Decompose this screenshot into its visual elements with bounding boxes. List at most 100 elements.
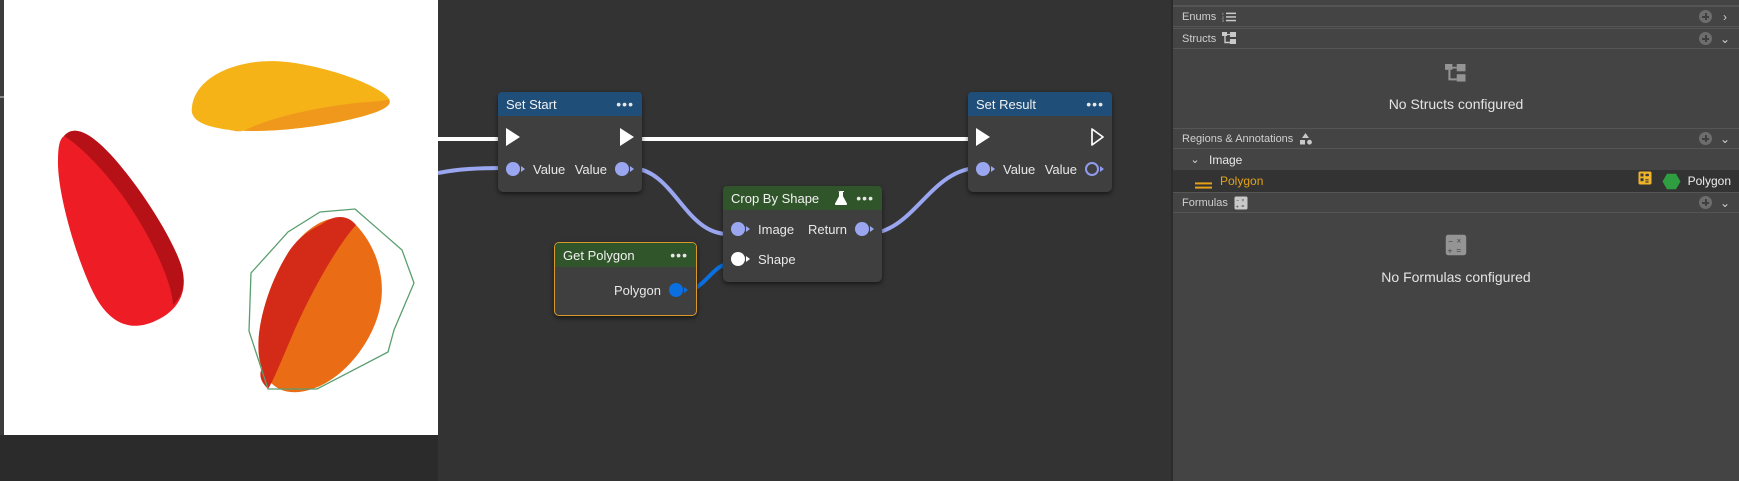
- node-crop-by-shape[interactable]: Crop By Shape ••• Image Return: [723, 186, 882, 282]
- svg-text:×: ×: [1457, 236, 1462, 245]
- svg-text:−: −: [1236, 198, 1239, 204]
- tree-label-polygon: Polygon: [1220, 174, 1264, 188]
- node-set-result-header[interactable]: Set Result •••: [968, 92, 1112, 116]
- node-set-start[interactable]: Set Start ••• Value Value: [498, 92, 642, 192]
- linked-region-icon[interactable]: [1638, 171, 1653, 191]
- port-out-value[interactable]: [615, 162, 629, 176]
- tree-row-polygon[interactable]: Polygon Polygon: [1173, 170, 1739, 192]
- port-in-image-label: Image: [758, 221, 795, 237]
- chevron-down-icon[interactable]: ⌄: [1719, 195, 1731, 210]
- node-crop-shape-row: Shape: [723, 244, 882, 274]
- section-header-enums[interactable]: Enums 1 2 3 ›: [1173, 6, 1739, 27]
- svg-text:+: +: [1235, 204, 1238, 210]
- tree-label-image: Image: [1209, 152, 1243, 167]
- svg-text:1: 1: [1222, 12, 1224, 16]
- polygon-annotation-outline: [248, 208, 415, 390]
- chevron-right-icon[interactable]: ›: [1723, 9, 1727, 24]
- node-set-result-body: Value Value: [968, 116, 1112, 192]
- exec-out-arrow-icon[interactable]: [620, 128, 634, 146]
- node-set-start-body: Value Value: [498, 116, 642, 192]
- exec-out-arrow-outline-icon[interactable]: [1091, 128, 1104, 146]
- node-set-result-menu[interactable]: •••: [1086, 96, 1104, 112]
- node-get-polygon-body: Polygon: [555, 267, 696, 315]
- viewer-toolbar-area: [0, 435, 438, 481]
- flask-icon: [835, 190, 849, 206]
- node-get-polygon[interactable]: Get Polygon ••• Polygon: [554, 242, 697, 316]
- exec-in-arrow-icon[interactable]: [506, 128, 520, 146]
- chevron-down-icon[interactable]: ⌄: [1719, 131, 1731, 146]
- node-graph-canvas[interactable]: Set Start ••• Value Value: [438, 0, 1171, 481]
- formulas-empty-state: − × + = No Formulas configured: [1173, 213, 1739, 305]
- red-seed-shape: [57, 130, 184, 326]
- section-header-regions[interactable]: Regions & Annotations ⌄: [1173, 128, 1739, 149]
- regions-tree: ⌄ Image Polygon: [1173, 149, 1739, 192]
- exec-in-arrow-icon[interactable]: [976, 128, 990, 146]
- port-in-value[interactable]: [506, 162, 520, 176]
- node-set-start-header[interactable]: Set Start •••: [498, 92, 642, 116]
- node-get-polygon-header[interactable]: Get Polygon •••: [555, 243, 696, 267]
- lines-icon: [1195, 177, 1212, 189]
- port-out-value-label: Value: [574, 161, 607, 177]
- node-set-result-exec-row: [968, 120, 1112, 154]
- panel-divider[interactable]: [1171, 0, 1173, 481]
- image-viewer[interactable]: [0, 0, 438, 435]
- structs-empty-state: No Structs configured: [1173, 49, 1739, 127]
- add-region-button[interactable]: [1699, 132, 1712, 145]
- numbered-list-icon: 1 2 3: [1222, 11, 1237, 22]
- data-wire-crop-to-result: [865, 166, 980, 236]
- svg-text:=: =: [1241, 204, 1244, 210]
- section-label-structs: Structs: [1182, 32, 1217, 45]
- node-set-start-value-row: Value Value: [498, 154, 642, 184]
- node-get-polygon-menu[interactable]: •••: [670, 247, 688, 263]
- node-crop-by-shape-menu[interactable]: •••: [856, 190, 874, 206]
- section-label-enums: Enums: [1182, 10, 1217, 23]
- svg-text:2: 2: [1222, 16, 1224, 20]
- add-formula-button[interactable]: [1699, 196, 1712, 209]
- port-out-polygon[interactable]: [669, 283, 683, 297]
- node-set-start-exec-row: [498, 120, 642, 154]
- struct-tree-icon: [1445, 64, 1467, 86]
- svg-text:+: +: [1448, 245, 1453, 255]
- section-label-regions: Regions & Annotations: [1182, 132, 1294, 145]
- section-label-formulas: Formulas: [1182, 196, 1228, 209]
- section-header-formulas[interactable]: Formulas − × + = ⌄: [1173, 192, 1739, 213]
- shapes-icon: [1299, 132, 1313, 145]
- node-get-polygon-title: Get Polygon: [563, 247, 635, 263]
- data-wire-start-to-crop: [629, 166, 729, 236]
- formulas-empty-text: No Formulas configured: [1381, 268, 1531, 285]
- data-wire-into-set-start: [438, 166, 505, 175]
- node-crop-by-shape-header[interactable]: Crop By Shape •••: [723, 186, 882, 210]
- tree-row-image[interactable]: ⌄ Image: [1173, 149, 1739, 170]
- add-struct-button[interactable]: [1699, 32, 1712, 45]
- port-in-image[interactable]: [731, 222, 745, 236]
- node-set-result-value-row: Value Value: [968, 154, 1112, 184]
- green-hexagon-icon: [1662, 173, 1681, 190]
- structs-empty-text: No Structs configured: [1388, 96, 1524, 112]
- port-in-shape[interactable]: [731, 252, 745, 266]
- port-out-value[interactable]: [1085, 162, 1099, 176]
- port-in-shape-label: Shape: [758, 251, 796, 267]
- tree-polygon-type-label: Polygon: [1687, 174, 1731, 188]
- svg-text:=: =: [1456, 245, 1461, 255]
- port-out-return-label: Return: [807, 221, 847, 237]
- struct-tree-icon: [1222, 32, 1237, 45]
- svg-text:×: ×: [1241, 198, 1244, 204]
- node-crop-by-shape-body: Image Return Shape: [723, 210, 882, 282]
- port-out-polygon-label: Polygon: [614, 282, 661, 298]
- right-inspector-panel: Enums 1 2 3 › Structs: [1171, 0, 1739, 481]
- port-out-value-label: Value: [1044, 161, 1077, 177]
- section-header-structs[interactable]: Structs ⌄: [1173, 28, 1739, 49]
- node-set-result-title: Set Result: [976, 96, 1036, 112]
- viewer-ruler-gutter: [0, 0, 4, 435]
- svg-text:3: 3: [1222, 19, 1224, 22]
- orange-seed-shape: [258, 216, 382, 393]
- chevron-down-icon[interactable]: ⌄: [1190, 154, 1200, 166]
- node-set-start-menu[interactable]: •••: [616, 96, 634, 112]
- add-enum-button[interactable]: [1699, 10, 1712, 23]
- node-crop-image-row: Image Return: [723, 214, 882, 244]
- port-in-value[interactable]: [976, 162, 990, 176]
- port-out-return[interactable]: [855, 222, 869, 236]
- chevron-down-icon[interactable]: ⌄: [1719, 31, 1731, 46]
- node-set-result[interactable]: Set Result ••• Value: [968, 92, 1112, 192]
